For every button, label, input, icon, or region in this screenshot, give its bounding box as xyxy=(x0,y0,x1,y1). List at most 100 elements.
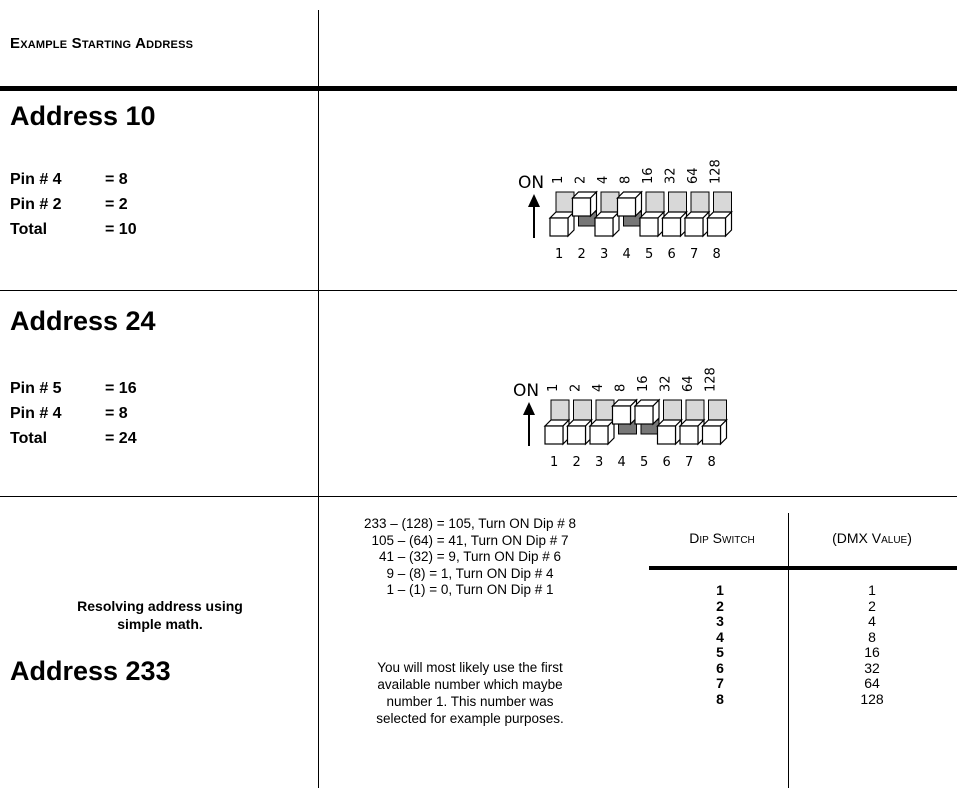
address-233-title: Address 233 xyxy=(10,656,171,686)
dip-number-label: 6 xyxy=(663,455,671,470)
dip-toggle-front xyxy=(566,425,587,445)
dip-slot-top xyxy=(555,191,575,213)
header-divider xyxy=(0,86,957,91)
pin-label: Pin # 4 xyxy=(10,405,62,422)
column-divider xyxy=(318,10,319,788)
pin-value: = 2 xyxy=(105,196,128,213)
dip-value-label: 16 xyxy=(641,167,656,184)
dip-value-label: 8 xyxy=(614,384,629,392)
math-line: 9 – (8) = 1, Turn ON Dip # 4 xyxy=(386,565,554,581)
table-header-dip-switch: Dip Switch xyxy=(689,530,755,546)
dip-value-label: 64 xyxy=(686,167,701,184)
note-line: selected for example purposes. xyxy=(376,711,564,726)
table-cell-dmx: 128 xyxy=(860,690,884,707)
pin-label: Pin # 2 xyxy=(10,196,62,213)
table-cell-dip: 8 xyxy=(716,690,724,707)
pin-label: Pin # 4 xyxy=(10,171,62,188)
dip-slot-top xyxy=(708,399,727,421)
pin-row: Pin # 5 = 16 xyxy=(10,376,137,401)
note-line: available number which maybe xyxy=(377,677,563,692)
pin-row: Pin # 2 = 2 xyxy=(10,192,137,217)
on-arrow-head xyxy=(523,402,535,415)
dip-number-label: 4 xyxy=(618,455,626,470)
pin-list-2: Pin # 5 = 16 Pin # 4 = 8 Total= 24 xyxy=(10,376,137,451)
dip-number-label: 2 xyxy=(573,455,581,470)
address-10-title: Address 10 xyxy=(10,101,156,131)
dip-value-label: 2 xyxy=(569,384,584,392)
dip-value-label: 2 xyxy=(574,176,589,184)
dip-value-label: 8 xyxy=(619,176,634,184)
table-cell-dmx: 16 xyxy=(864,644,880,660)
dip-slot-top xyxy=(600,191,620,213)
example-note: You will most likely use the first avail… xyxy=(320,659,620,727)
math-line: 105 – (64) = 41, Turn ON Dip # 7 xyxy=(371,532,569,548)
table-body-dmx: 1 2 4 8 16 32 64 128 xyxy=(822,582,922,707)
dip-number-label: 8 xyxy=(713,247,721,262)
dip-number-label: 7 xyxy=(690,247,698,262)
dip-slot-top xyxy=(573,399,592,421)
dip-slot-top xyxy=(668,191,687,213)
row-divider-1 xyxy=(0,290,957,291)
dip-toggle-front xyxy=(706,217,727,237)
dip-number-label: 1 xyxy=(550,455,558,470)
dip-value-label: 128 xyxy=(709,159,724,184)
resolve-caption: Resolving address using simple math. xyxy=(30,597,290,633)
table-cell-dip: 1 xyxy=(716,582,724,598)
pin-row: Pin # 4 = 8 xyxy=(10,401,137,426)
dip-toggle-front xyxy=(589,425,609,445)
table-cell-dmx: 32 xyxy=(864,659,880,676)
table-cell-dip: 7 xyxy=(716,675,724,691)
note-line: You will most likely use the first xyxy=(377,660,563,675)
dip-toggle-front xyxy=(656,425,677,445)
dip-number-label: 6 xyxy=(668,247,676,262)
dip-toggle-front xyxy=(611,405,632,425)
table-cell-dmx: 4 xyxy=(868,613,876,629)
table-cell-dmx: 64 xyxy=(864,675,880,691)
pin-value: = 8 xyxy=(105,405,128,422)
pin-row: Total= 24 xyxy=(10,426,137,451)
table-cell-dip: 4 xyxy=(716,628,724,645)
dip-number-label: 5 xyxy=(640,455,648,470)
pin-label: Pin # 5 xyxy=(10,380,62,397)
table-cell-dip: 3 xyxy=(716,613,724,629)
dip-number-label: 8 xyxy=(708,455,716,470)
table-body-dip: 1 2 3 4 5 6 7 8 xyxy=(690,582,750,707)
dip-value-label: 16 xyxy=(636,375,651,392)
dip-toggle-front xyxy=(549,217,569,237)
dip-value-label: 4 xyxy=(591,384,606,392)
dip-value-label: 64 xyxy=(681,375,696,392)
header-title: Example Starting Address xyxy=(10,35,194,52)
table-cell-dmx: 8 xyxy=(868,628,876,645)
pin-value: = 16 xyxy=(105,380,137,397)
dip-slot-top xyxy=(550,399,570,421)
resolve-line-1: Resolving address using xyxy=(77,598,243,614)
dip-number-label: 3 xyxy=(595,455,603,470)
dip-value-label: 1 xyxy=(551,176,566,184)
dip-value-label: 32 xyxy=(659,375,674,392)
table-cell-dip: 5 xyxy=(716,644,724,660)
dip-toggle-front xyxy=(616,197,637,217)
table-cell-dip: 6 xyxy=(716,659,724,676)
dip-number-label: 7 xyxy=(685,455,693,470)
pin-row: Pin # 4= 8 xyxy=(10,167,137,192)
dip-number-label: 5 xyxy=(645,247,653,262)
math-steps: 233 – (128) = 105, Turn ON Dip # 8 105 –… xyxy=(320,516,620,599)
dip-slot-top xyxy=(685,399,705,421)
dip-slot-top xyxy=(663,399,682,421)
table-cell-dip: 2 xyxy=(716,597,724,614)
dip-value-label: 4 xyxy=(596,176,611,184)
table-header-dmx-value: (DMX Value) xyxy=(832,530,912,546)
on-arrow-head xyxy=(528,194,540,207)
on-label: ON xyxy=(513,381,539,401)
pin-row: Total= 10 xyxy=(10,217,137,242)
table-cell-dmx: 1 xyxy=(868,582,876,598)
resolve-line-2: simple math. xyxy=(117,616,203,632)
note-line: number 1. This number was xyxy=(386,694,554,709)
dip-toggle-front xyxy=(571,197,592,217)
dip-toggle-front xyxy=(701,425,722,445)
dip-toggle-front xyxy=(679,425,699,445)
